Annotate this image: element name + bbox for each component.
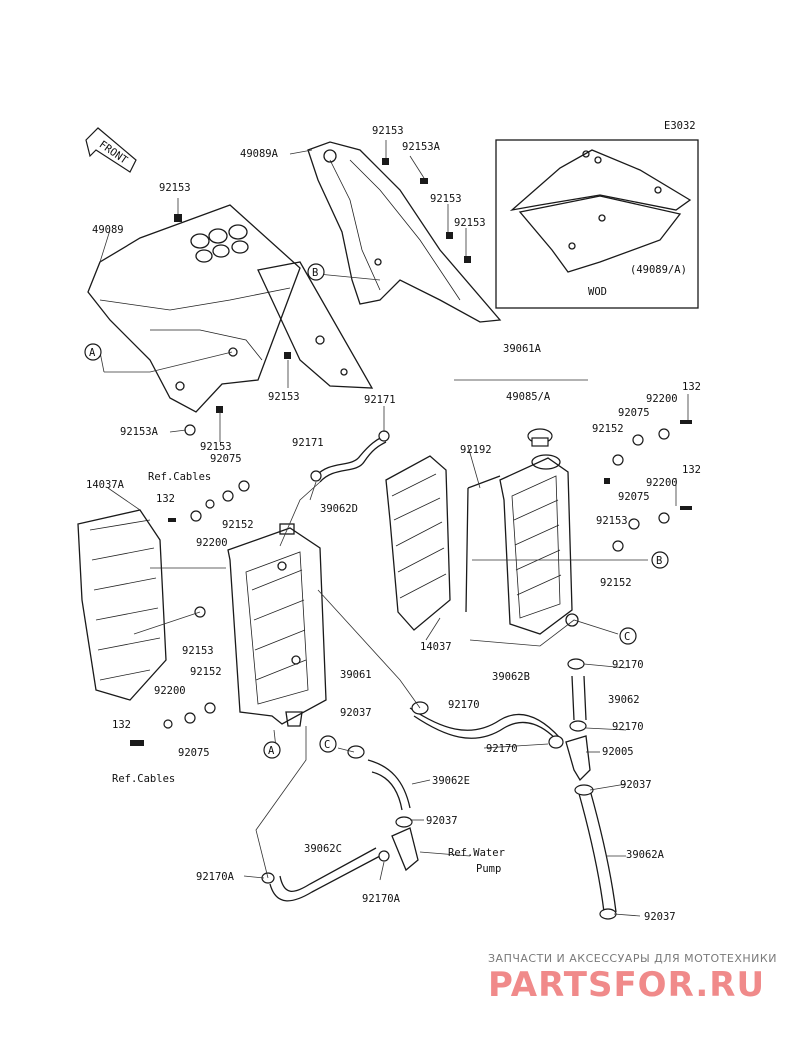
label-92152: 92152 — [592, 423, 624, 435]
watermark: ЗАПЧАСТИ И АКСЕССУАРЫ ДЛЯ МОТОТЕХНИКИ PA… — [488, 952, 777, 1005]
joint-92005 — [565, 735, 591, 782]
label-132: 132 — [682, 381, 701, 393]
label-92153: 92153 — [200, 441, 232, 453]
diagram-code: E3032 — [664, 120, 696, 132]
hose-39062C — [269, 847, 381, 902]
radiator-cap — [527, 428, 553, 447]
hose-39062B — [409, 707, 561, 739]
hose-39062E — [367, 759, 411, 811]
label-132: 132 — [682, 464, 701, 476]
label-ref-cables: Ref.Cables — [148, 471, 211, 483]
hose-39062 — [571, 675, 587, 721]
label-92170: 92170 — [486, 743, 518, 755]
label-92037: 92037 — [644, 911, 676, 923]
label-92153: 92153 — [454, 217, 486, 229]
radiator-right — [499, 454, 579, 635]
callout-a1: A — [89, 347, 96, 359]
callout-b2: B — [656, 555, 662, 567]
label-92075: 92075 — [178, 747, 210, 759]
hose-39062A — [577, 789, 617, 913]
label-39062E: 39062E — [432, 775, 470, 787]
callout-markers: A B C A B C — [84, 263, 669, 759]
callout-c1: C — [324, 739, 330, 751]
label-39062B: 39062B — [492, 671, 530, 683]
label-92153A: 92153A — [402, 141, 441, 153]
label-49089: 49089 — [92, 224, 124, 236]
label-92170A: 92170A — [362, 893, 401, 905]
label-92152: 92152 — [600, 577, 632, 589]
label-92192: 92192 — [460, 444, 492, 456]
inset-caption: (49089/A) — [630, 264, 687, 276]
label-92153: 92153 — [596, 515, 628, 527]
label-92152: 92152 — [190, 666, 222, 678]
label-92153: 92153 — [268, 391, 300, 403]
callout-a2: A — [268, 745, 275, 757]
label-92170: 92170 — [612, 659, 644, 671]
label-92170A: 92170A — [196, 871, 235, 883]
label-92153: 92153 — [430, 193, 462, 205]
inset-box: (49089/A) WOD — [495, 139, 699, 309]
label-92075: 92075 — [618, 407, 650, 419]
label-92200: 92200 — [646, 477, 678, 489]
label-92037: 92037 — [426, 815, 458, 827]
label-92171: 92171 — [292, 437, 324, 449]
label-92153A: 92153A — [120, 426, 159, 438]
label-92200: 92200 — [646, 393, 678, 405]
callout-c2: C — [624, 631, 630, 643]
label-92075: 92075 — [618, 491, 650, 503]
label-14037: 14037 — [420, 641, 452, 653]
part-labels: 49089A 92153 92153A 92153 92153 92153 49… — [86, 125, 701, 923]
label-pump: Pump — [476, 863, 501, 875]
label-92037: 92037 — [620, 779, 652, 791]
label-92170: 92170 — [448, 699, 480, 711]
label-92153: 92153 — [159, 182, 191, 194]
label-92200: 92200 — [154, 685, 186, 697]
watermark-brand: PARTSFOR.RU — [488, 965, 765, 1005]
callout-b1: B — [312, 267, 318, 279]
water-pump-fitting — [391, 827, 419, 872]
label-39062D: 39062D — [320, 503, 358, 515]
watermark-tagline: ЗАПЧАСТИ И АКСЕССУАРЫ ДЛЯ МОТОТЕХНИКИ — [488, 952, 777, 965]
inset-note: WOD — [588, 286, 607, 298]
hose-92192 — [465, 475, 501, 613]
label-39061: 39061 — [340, 669, 372, 681]
label-92152: 92152 — [222, 519, 254, 531]
label-49085A: 49085/A — [506, 391, 551, 403]
label-39062: 39062 — [608, 694, 640, 706]
label-92171: 92171 — [364, 394, 396, 406]
label-92170: 92170 — [612, 721, 644, 733]
radiator-shroud-upper — [307, 141, 502, 323]
label-92200: 92200 — [196, 537, 228, 549]
fasteners — [130, 158, 692, 746]
label-39062C: 39062C — [304, 843, 342, 855]
radiator-guard-left — [77, 509, 167, 701]
front-arrow-icon: FRONT — [85, 127, 137, 173]
shroud-panel-mid — [257, 261, 374, 389]
label-49089A: 49089A — [240, 148, 279, 160]
label-39061A: 39061A — [503, 343, 542, 355]
label-14037A: 14037A — [86, 479, 125, 491]
label-92153: 92153 — [182, 645, 214, 657]
label-92037: 92037 — [340, 707, 372, 719]
label-92153: 92153 — [372, 125, 404, 137]
label-132: 132 — [156, 493, 175, 505]
radiator-guard-right — [385, 455, 451, 631]
radiator-left — [227, 523, 327, 727]
label-92075: 92075 — [210, 453, 242, 465]
label-39062A: 39062A — [626, 849, 665, 861]
label-92005: 92005 — [602, 746, 634, 758]
label-132: 132 — [112, 719, 131, 731]
label-ref-cables: Ref.Cables — [112, 773, 175, 785]
leader-lines — [99, 140, 689, 917]
label-ref-water: Ref.Water — [448, 847, 505, 859]
hose-39062D — [315, 435, 385, 477]
radiator-shroud-left — [87, 204, 301, 413]
